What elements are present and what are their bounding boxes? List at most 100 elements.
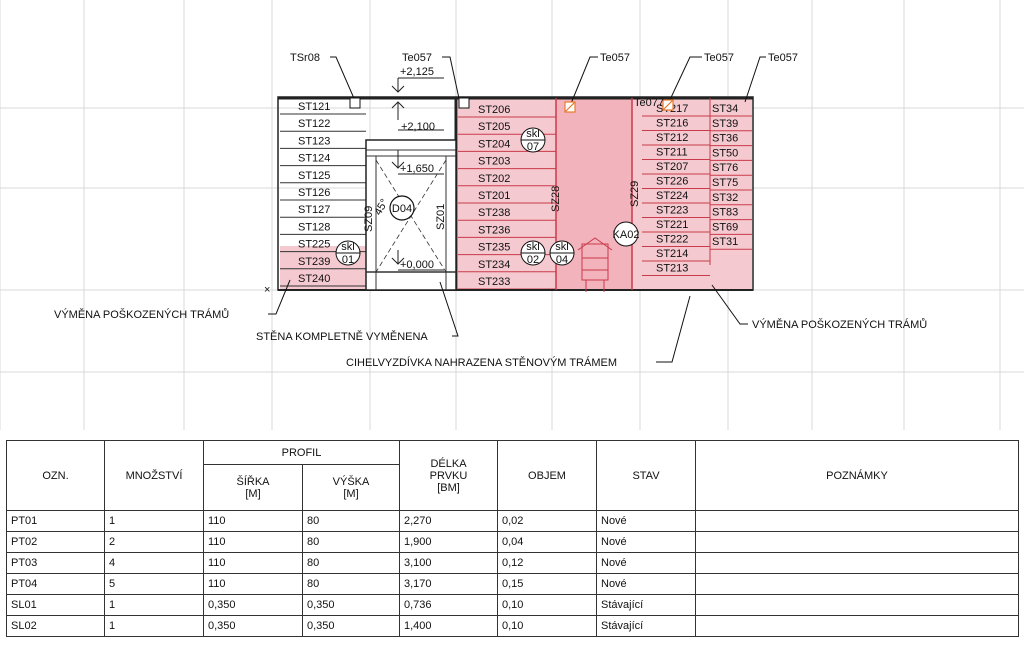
cell-poznamky [695, 510, 1019, 532]
level-arrow-2 [391, 101, 405, 120]
beam-label: ST211 [656, 147, 688, 159]
header-vyska-unit: [M] [343, 487, 359, 500]
beam-label: ST83 [712, 207, 738, 219]
cell-objem: 0,10 [497, 615, 597, 637]
beam-label: ST50 [712, 147, 738, 159]
beam-label: ST221 [656, 219, 688, 231]
marker-te057-a [458, 97, 470, 109]
leader-brick [656, 295, 691, 363]
beam-label: ST239 [298, 256, 330, 268]
tag-tsr08: TSr08 [290, 52, 320, 64]
ka-circle [613, 221, 639, 247]
cell-poznamky [695, 594, 1019, 616]
cell-sirka: 110 [203, 510, 303, 532]
marker-tsr08 [349, 97, 361, 109]
cell-sirka: 110 [203, 573, 303, 595]
cell-delka: 1,400 [399, 615, 498, 637]
cell-delka: 2,270 [399, 510, 498, 532]
cell-vyska: 80 [302, 552, 400, 574]
beam-label: ST203 [478, 156, 510, 168]
header-delka-line2: PRVKU [429, 469, 468, 482]
beam-label: ST76 [712, 162, 738, 174]
beam-label: ST125 [298, 170, 330, 182]
header-delka-line3: [BM] [437, 481, 460, 494]
header-stav: STAV [596, 440, 696, 511]
cell-objem: 0,12 [497, 552, 597, 574]
cell-sirka: 110 [203, 531, 303, 553]
scaffold-symbol [577, 237, 613, 292]
bubble-bottom: 07 [527, 141, 539, 153]
cell-vyska: 0,350 [302, 594, 400, 616]
wall-sz09: SZ09 [363, 206, 375, 232]
ka-tag: KA02 [613, 221, 639, 247]
header-vyska-label: VÝŠKA [332, 475, 370, 488]
cell-vyska: 0,350 [302, 615, 400, 637]
cell-stav: Nové [596, 531, 696, 553]
level-arrow-3 [391, 150, 405, 169]
header-mnozstvi: MNOŽSTVÍ [104, 440, 204, 511]
beam-label: ST236 [478, 224, 510, 236]
cell-ozn: PT04 [6, 573, 105, 595]
bubble-top: skl [526, 128, 539, 140]
level-2100: +2,100 [401, 121, 435, 133]
beam-label: ST223 [656, 205, 688, 217]
door-tag: D04 [392, 203, 412, 215]
cell-sirka: 0,350 [203, 615, 303, 637]
beam-label: ST213 [656, 263, 688, 275]
annotation-brick: CIHELVYZDÍVKA NAHRAZENA STĚNOVÝM TRÁMEM [346, 356, 617, 369]
bubble-bottom: 02 [527, 254, 539, 266]
cell-mnozstvi: 2 [104, 531, 204, 553]
beam-label: ST240 [298, 273, 330, 285]
beam-label: ST201 [478, 190, 510, 202]
beam-label: ST225 [298, 239, 330, 251]
leader-te057-d [744, 56, 766, 103]
cell-mnozstvi: 5 [104, 573, 204, 595]
bubble-bottom: 04 [556, 254, 568, 266]
cell-vyska: 80 [302, 573, 400, 595]
beam-label: ST123 [298, 135, 330, 147]
bubble-skl-07: skl 07 [520, 127, 546, 153]
hatch-line-c [662, 99, 674, 111]
beam-label: ST234 [478, 259, 510, 271]
cell-poznamky [695, 573, 1019, 595]
beam-label: ST235 [478, 242, 510, 254]
level-1650: +1,650 [400, 163, 434, 175]
header-sirka: ŠÍŘKA [M] [203, 464, 303, 511]
tag-te057-b: Te057 [600, 52, 630, 64]
beam-label: ST121 [298, 101, 330, 113]
cell-ozn: SL01 [6, 594, 105, 616]
annotation-left: VÝMĚNA POŠKOZENÝCH TRÁMŮ [54, 308, 229, 321]
cell-objem: 0,04 [497, 531, 597, 553]
header-delka-line1: DÉLKA [430, 457, 467, 470]
cell-delka: 3,100 [399, 552, 498, 574]
header-sirka-label: ŠÍŘKA [236, 475, 270, 488]
level-0000: +0,000 [400, 259, 434, 271]
beam-label: ST226 [656, 176, 688, 188]
beam-label: ST31 [712, 236, 738, 248]
bubble-skl-01: skl 01 [335, 240, 361, 266]
level-arrow-top [391, 78, 405, 93]
beam-label: ST222 [656, 234, 688, 246]
header-poznamky: POZNÁMKY [695, 440, 1019, 511]
beam-label: ST36 [712, 133, 738, 145]
wall-sz01: SZ01 [435, 204, 447, 230]
beam-label: ST69 [712, 221, 738, 233]
cell-ozn: PT02 [6, 531, 105, 553]
leader-right [711, 284, 748, 325]
annotation-wall: STĚNA KOMPLETNĚ VYMĚNENA [256, 330, 428, 343]
beam-label: ST127 [298, 204, 330, 216]
bubble-top: skl [555, 241, 568, 253]
cell-sirka: 0,350 [203, 594, 303, 616]
cross-marker: × [264, 284, 270, 296]
beam-label: ST204 [478, 138, 510, 150]
leader-wall [439, 281, 459, 337]
beam-label: ST202 [478, 173, 510, 185]
